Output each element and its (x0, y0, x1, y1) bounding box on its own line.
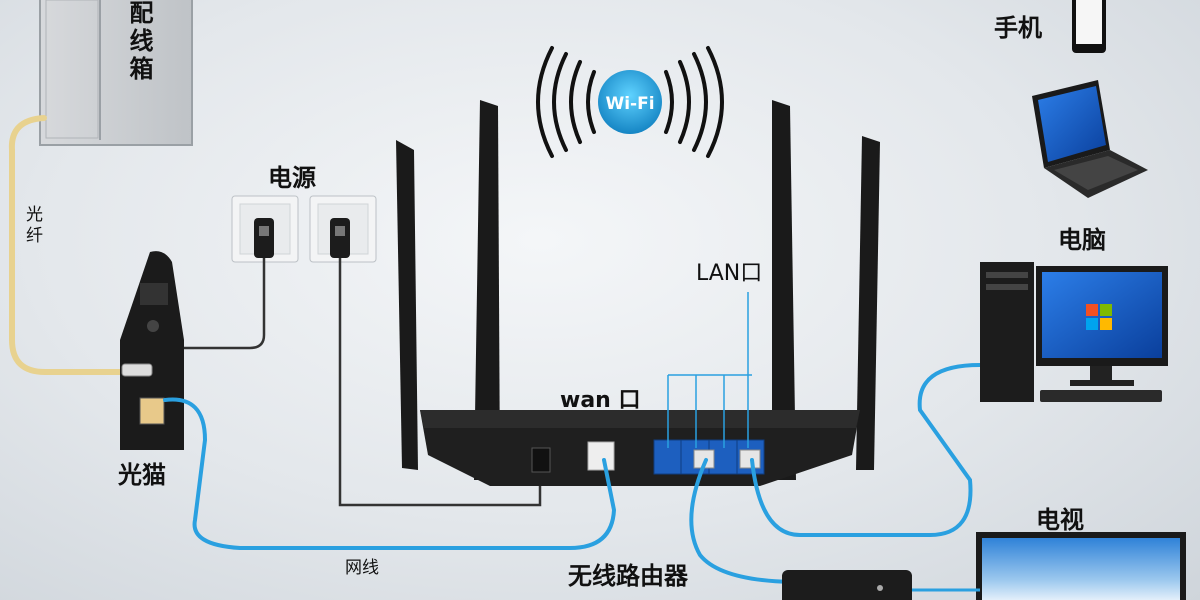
label-fiber: 光纤 (22, 205, 42, 247)
wifi-signal-icon (536, 46, 724, 158)
ethernet-router-to-pc (750, 363, 982, 537)
label-router: 无线路由器 (568, 562, 688, 590)
label-tv: 电视 (1036, 506, 1084, 534)
label-phone: 手机 (994, 14, 1042, 42)
phone-device (1072, 0, 1106, 53)
set-top-box (782, 570, 912, 600)
wifi-badge-text: Wi-Fi (605, 94, 654, 114)
fiber-cable (8, 115, 133, 375)
label-laptop: 电脑 (1058, 226, 1106, 254)
ethernet-cables (163, 363, 982, 584)
label-distribution-box: 配线箱 (125, 0, 153, 84)
power-socket-left (231, 195, 299, 263)
label-cable: 网线 (345, 558, 379, 578)
optical-modem (120, 251, 184, 450)
ethernet-router-to-tv (689, 458, 792, 584)
tv-device (976, 532, 1186, 600)
power-socket-right (309, 195, 377, 263)
label-power: 电源 (268, 164, 316, 192)
laptop-device (1032, 80, 1148, 198)
label-lan-port: LAN口 (696, 261, 763, 286)
modem-power-cord (180, 258, 266, 350)
distribution-box (39, 0, 193, 146)
wireless-router (396, 100, 880, 486)
label-wan-port: wan 口 (560, 388, 641, 413)
router-power-cord (338, 258, 542, 507)
desktop-device (980, 262, 1168, 402)
label-modem: 光猫 (118, 461, 166, 489)
lan-port-bracket (667, 292, 752, 448)
wifi-badge: Wi-Fi (598, 70, 662, 134)
ethernet-modem-to-wan (163, 397, 617, 550)
